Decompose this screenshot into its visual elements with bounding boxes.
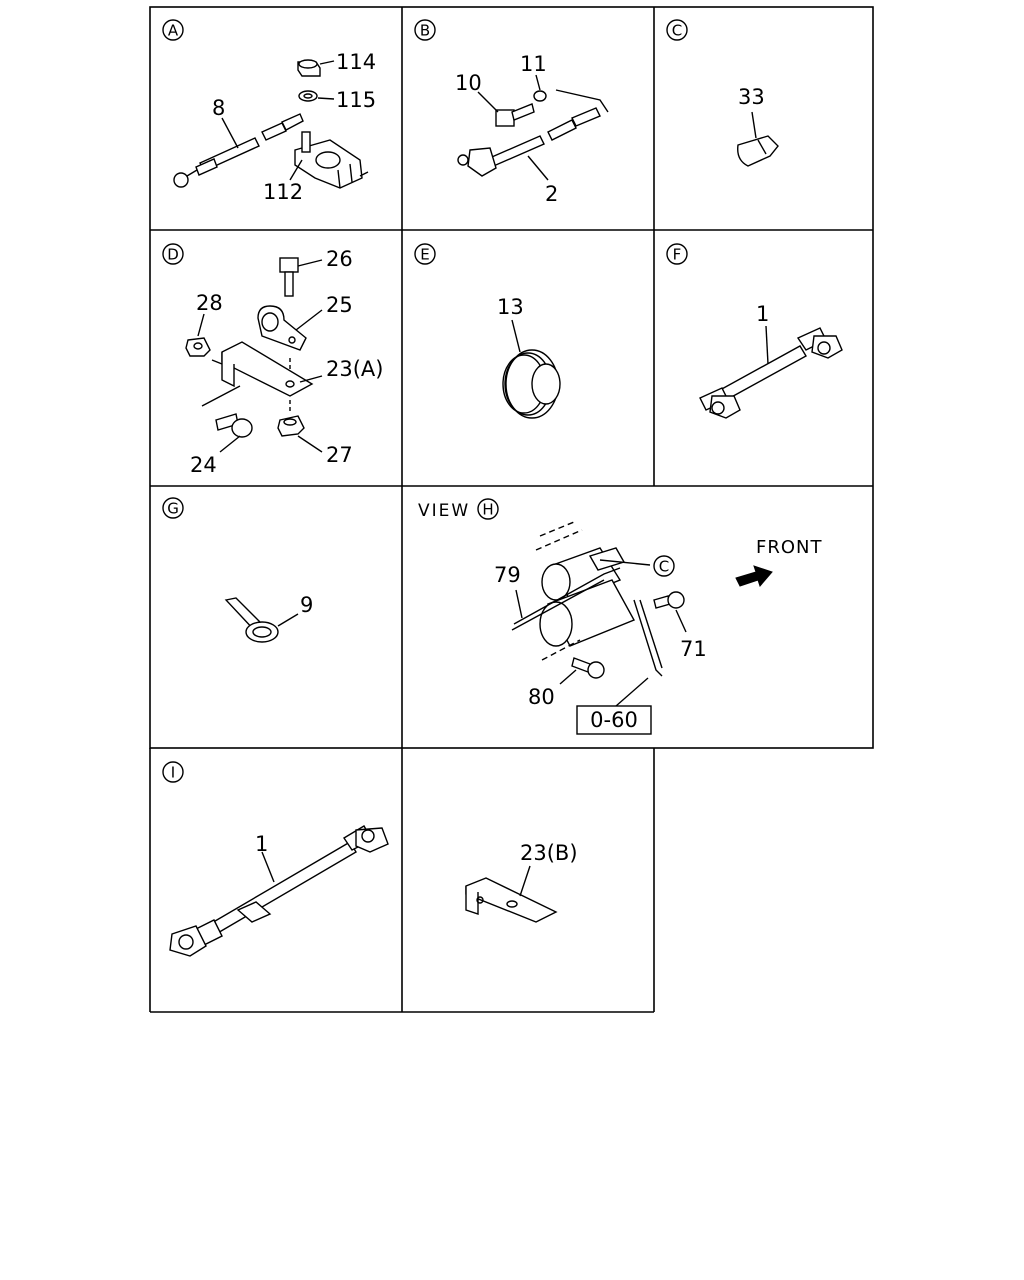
panel-d: D bbox=[162, 243, 383, 477]
bracket-drawing bbox=[201, 341, 314, 407]
label-80: 80 bbox=[528, 685, 555, 709]
ground-cable-drawing bbox=[457, 89, 609, 177]
bolt-drawing bbox=[495, 103, 535, 127]
panel-b-letter: B bbox=[420, 22, 430, 40]
label-25: 25 bbox=[326, 293, 353, 317]
label-115: 115 bbox=[336, 88, 376, 112]
panel-c-marker bbox=[666, 19, 688, 41]
panel-f-marker bbox=[666, 243, 688, 265]
front-label: FRONT bbox=[756, 537, 823, 558]
panel-d-letter: D bbox=[167, 246, 179, 264]
label-1-f: 1 bbox=[756, 302, 769, 326]
label-28: 28 bbox=[196, 291, 223, 315]
callout-c-letter: C bbox=[659, 558, 669, 576]
grid-frame bbox=[149, 6, 874, 1013]
panel-e-letter: E bbox=[420, 246, 429, 264]
nut-drawing bbox=[297, 59, 321, 77]
panel-i-letter: I bbox=[171, 764, 175, 782]
label-26: 26 bbox=[326, 247, 353, 271]
panel-g-marker bbox=[162, 497, 184, 519]
front-arrow-icon bbox=[735, 565, 773, 587]
panel-a-letter: A bbox=[168, 22, 179, 40]
battery-cable-drawing bbox=[173, 113, 304, 188]
label-27: 27 bbox=[326, 443, 353, 467]
panel-a-marker bbox=[162, 19, 184, 41]
panel-h: VIEW H C FRONT bbox=[418, 498, 823, 735]
reference-box bbox=[576, 705, 652, 735]
grommet-drawing bbox=[502, 349, 561, 419]
panel-e-marker bbox=[414, 243, 436, 265]
label-1-i: 1 bbox=[255, 832, 268, 856]
battery-cable-drawing bbox=[699, 327, 843, 419]
terminal-clamp-drawing bbox=[294, 131, 369, 189]
starter-motor-drawing bbox=[511, 521, 663, 677]
panel-bracket-b: 23(B) bbox=[465, 841, 578, 923]
panel-b-marker bbox=[414, 19, 436, 41]
view-label: VIEW bbox=[418, 501, 470, 521]
label-79: 79 bbox=[494, 563, 521, 587]
nut-drawing bbox=[185, 337, 211, 357]
reference-text: 0-60 bbox=[590, 708, 638, 732]
label-114: 114 bbox=[336, 50, 376, 74]
bracket-drawing bbox=[465, 877, 558, 923]
label-23a: 23(A) bbox=[326, 357, 383, 381]
label-71: 71 bbox=[680, 637, 707, 661]
label-2: 2 bbox=[545, 182, 558, 206]
cable-clip-drawing bbox=[257, 305, 307, 351]
panel-e: E 13 bbox=[414, 243, 561, 419]
label-13: 13 bbox=[497, 295, 524, 319]
bolt-drawing bbox=[215, 413, 253, 438]
panel-b: B 11 10 2 bbox=[414, 19, 609, 206]
battery-cable-drawing bbox=[169, 825, 389, 957]
panel-g-letter: G bbox=[167, 500, 179, 518]
panel-i-marker bbox=[162, 761, 184, 783]
panel-a: A 114 115 8 112 bbox=[162, 19, 376, 204]
callout-c-marker bbox=[653, 555, 675, 577]
bolt-drawing bbox=[279, 257, 299, 297]
label-10: 10 bbox=[455, 71, 482, 95]
terminal-cap-drawing bbox=[737, 135, 779, 167]
washer-drawing bbox=[298, 90, 318, 102]
label-8: 8 bbox=[212, 96, 225, 120]
label-24: 24 bbox=[190, 453, 217, 477]
washer-drawing bbox=[533, 90, 547, 102]
panel-c-letter: C bbox=[672, 22, 682, 40]
bolt-drawing bbox=[653, 591, 685, 609]
panel-f: F 1 bbox=[666, 243, 843, 419]
label-112: 112 bbox=[263, 180, 303, 204]
label-9: 9 bbox=[300, 593, 313, 617]
panel-i: I 1 bbox=[162, 761, 389, 957]
label-33: 33 bbox=[738, 85, 765, 109]
panel-d-marker bbox=[162, 243, 184, 265]
panel-c: C 33 bbox=[666, 19, 779, 167]
label-11: 11 bbox=[520, 52, 547, 76]
label-23b: 23(B) bbox=[520, 841, 578, 865]
bolt-drawing bbox=[571, 657, 605, 679]
cable-band-drawing bbox=[224, 597, 279, 643]
panel-h-marker bbox=[477, 498, 499, 520]
nut-drawing bbox=[277, 415, 305, 437]
panel-f-letter: F bbox=[673, 246, 682, 264]
panel-h-letter: H bbox=[482, 501, 493, 519]
panel-g: G 9 bbox=[162, 497, 313, 643]
